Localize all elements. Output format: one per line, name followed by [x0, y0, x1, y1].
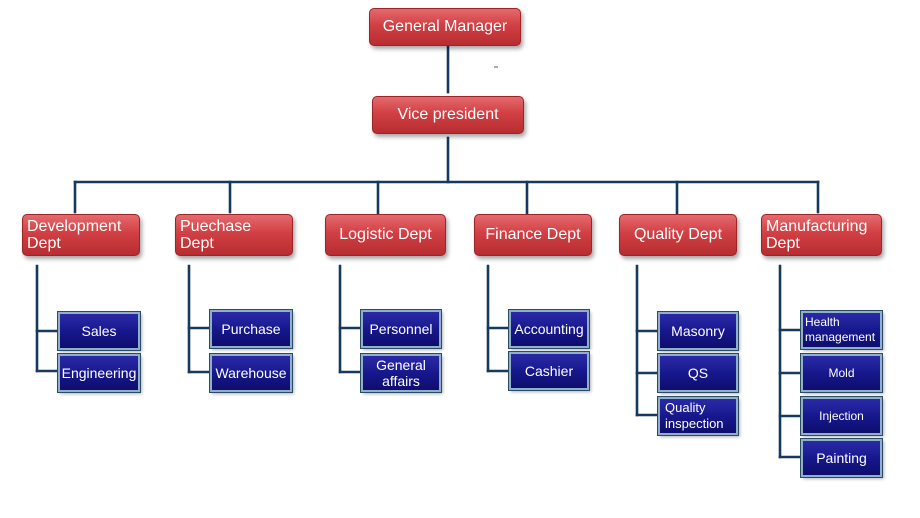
stray-mark — [494, 66, 498, 68]
dept-node-logistic: Logistic Dept — [325, 214, 446, 256]
sub-node-health-management: Health management — [800, 310, 883, 350]
dept-node-quality: Quality Dept — [619, 214, 737, 256]
general-manager-node: General Manager — [369, 8, 521, 46]
dept-node-purchase: Puechase Dept — [175, 214, 293, 256]
dept-node-manufacturing: Manufacturing Dept — [761, 214, 882, 256]
dept-node-finance: Finance Dept — [474, 214, 592, 256]
dept-node-development: Development Dept — [22, 214, 140, 256]
sub-node-general-affairs: General affairs — [360, 353, 442, 393]
sub-node-painting: Painting — [800, 438, 883, 478]
sub-node-injection: Injection — [800, 396, 883, 436]
sub-node-cashier: Cashier — [508, 351, 590, 391]
sub-node-quality-inspection: Quality inspection — [657, 396, 739, 436]
sub-node-qs: QS — [657, 353, 739, 393]
sub-node-personnel: Personnel — [360, 309, 442, 349]
sub-node-engineering: Engineering — [57, 353, 141, 393]
sub-node-purchase: Purchase — [209, 309, 293, 349]
sub-node-sales: Sales — [57, 311, 141, 351]
sub-node-mold: Mold — [800, 353, 883, 393]
sub-node-accounting: Accounting — [508, 309, 590, 349]
vice-president-node: Vice president — [372, 96, 524, 134]
sub-node-warehouse: Warehouse — [209, 353, 293, 393]
sub-node-masonry: Masonry — [657, 311, 739, 351]
